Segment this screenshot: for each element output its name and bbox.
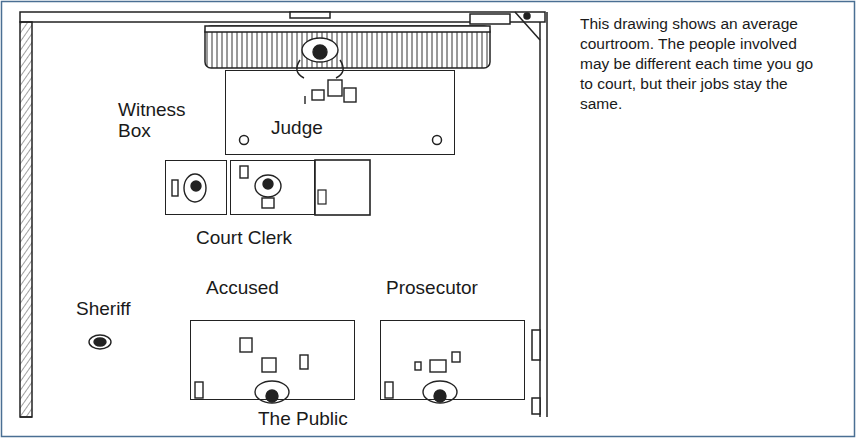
accused-figure: [195, 338, 308, 403]
room-label: Witness Box: [118, 99, 198, 141]
room-label: Judge: [271, 117, 323, 138]
room-walls: [20, 12, 547, 417]
chair: [318, 190, 326, 204]
witness-figure: [172, 174, 206, 202]
side-box: [315, 160, 370, 215]
sheriff-figure: [89, 335, 111, 349]
clerk-desk: Court Clerk: [230, 160, 315, 215]
room-label: Court Clerk: [196, 227, 292, 248]
counsel-table: Accused: [190, 320, 355, 400]
prosecutor-figure: [385, 352, 460, 403]
room-label: Accused: [206, 277, 279, 298]
judge-bench: [205, 26, 490, 145]
clerk-figure: [240, 166, 281, 208]
judge-figure: [297, 38, 356, 104]
room-label: Prosecutor: [386, 277, 478, 298]
counsel-table: Prosecutor: [380, 320, 525, 400]
room-label: The Public: [258, 408, 348, 429]
witness-box: Witness Box: [165, 160, 227, 215]
caption: This drawing shows an average courtroom.…: [580, 14, 830, 114]
judge-desk: Judge: [225, 70, 455, 155]
room-label: Sheriff: [76, 298, 131, 319]
